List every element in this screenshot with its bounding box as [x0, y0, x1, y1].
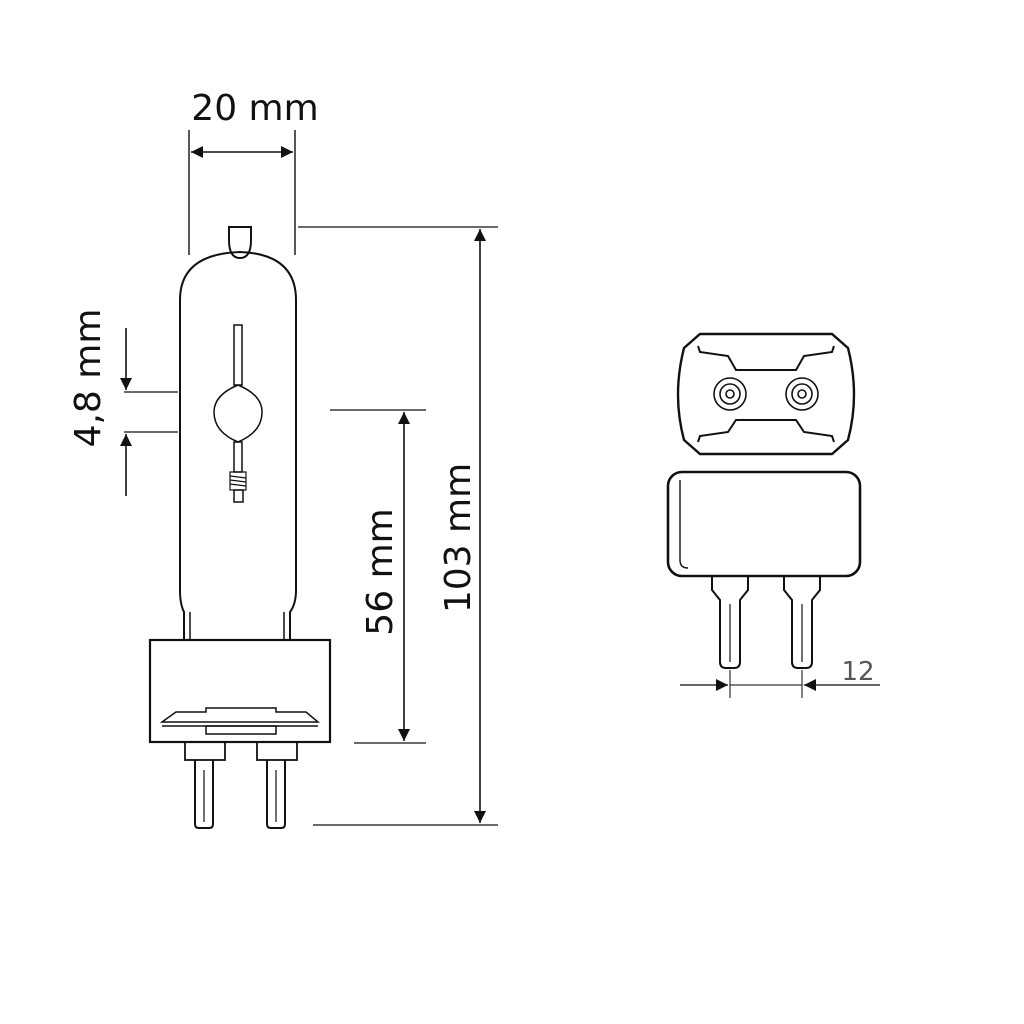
base-front-view: [666, 470, 862, 669]
dimension-arc-gap: 4,8 mm: [68, 309, 178, 496]
base-top-notch-lower: [697, 419, 835, 443]
electrode-stem-bottom: [233, 441, 243, 473]
front-pin-left: [711, 576, 749, 669]
arc-tube: [213, 384, 263, 443]
light-center-label: 56 mm: [360, 508, 401, 635]
pin-collar-left: [184, 741, 226, 761]
lamp-side-view: [148, 226, 332, 829]
dimension-light-center: 56 mm: [330, 409, 426, 744]
base-front-body: [666, 470, 862, 578]
dimension-width: 20 mm: [188, 88, 319, 255]
base-top-view: [676, 332, 856, 456]
base-front-inner: [679, 480, 689, 569]
base-top-notch-upper: [697, 345, 835, 371]
lamp-base: [148, 638, 332, 744]
base-detail: [159, 707, 321, 723]
pin-hole-right: [785, 377, 819, 411]
lamp-tip: [228, 226, 252, 260]
pin-spacing-label: 12: [841, 657, 874, 687]
base-top-outline: [676, 332, 856, 456]
dimension-pin-spacing: 12: [680, 657, 880, 698]
front-pin-right: [783, 576, 821, 669]
pin-collar-right: [256, 741, 298, 761]
pin-hole-left: [713, 377, 747, 411]
pin-left: [194, 760, 214, 829]
arc-gap-label: 4,8 mm: [68, 309, 109, 448]
electrode-stem-top: [233, 324, 243, 386]
glass-envelope: [179, 250, 297, 641]
stem-foot: [233, 489, 244, 503]
overall-length-label: 103 mm: [438, 463, 479, 613]
width-label: 20 mm: [191, 88, 318, 129]
pin-right: [266, 760, 286, 829]
coil: [229, 471, 247, 491]
dimension-overall-length: 103 mm: [298, 226, 498, 826]
